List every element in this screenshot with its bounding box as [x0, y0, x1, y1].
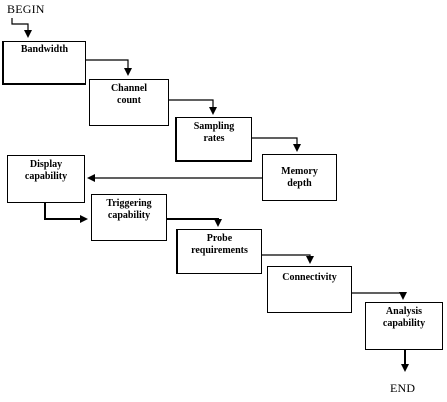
step-connectivity: Connectivity — [267, 266, 352, 313]
step-display-capability-label: Display capability — [24, 159, 68, 182]
step-bandwidth-label: Bandwidth — [20, 44, 69, 55]
step-connectivity-label: Connectivity — [282, 272, 337, 283]
step-analysis-capability: Analysis capability — [365, 302, 443, 350]
step-memory-depth-label: Memory depth — [281, 165, 318, 189]
connector-triggering-probe — [166, 218, 222, 227]
step-memory-depth: Memory depth — [262, 154, 337, 201]
step-triggering-capability-label: Triggering capability — [106, 198, 152, 221]
step-triggering-capability: Triggering capability — [91, 194, 167, 241]
connector-channel-sampling — [168, 99, 217, 115]
connector-begin-bandwidth — [11, 18, 32, 38]
step-channel-count: Channel count — [89, 79, 169, 126]
step-bandwidth: Bandwidth — [2, 41, 86, 85]
connector-display-triggering — [44, 203, 88, 223]
connector-bandwidth-channel — [85, 59, 132, 76]
begin-label: BEGIN — [7, 2, 45, 16]
connector-probe-connectivity — [261, 254, 314, 264]
connector-sampling-memory — [251, 137, 301, 152]
connector-connectivity-analysis — [351, 292, 407, 300]
step-display-capability: Display capability — [7, 155, 85, 203]
step-analysis-capability-label: Analysis capability — [382, 306, 426, 329]
step-channel-count-label: Channel count — [110, 83, 148, 106]
step-sampling-rates-label: Sampling rates — [193, 121, 235, 144]
step-probe-requirements: Probe requirements — [176, 229, 262, 274]
step-sampling-rates: Sampling rates — [175, 117, 252, 162]
step-probe-requirements-label: Probe requirements — [191, 233, 248, 256]
end-label: END — [390, 381, 416, 395]
